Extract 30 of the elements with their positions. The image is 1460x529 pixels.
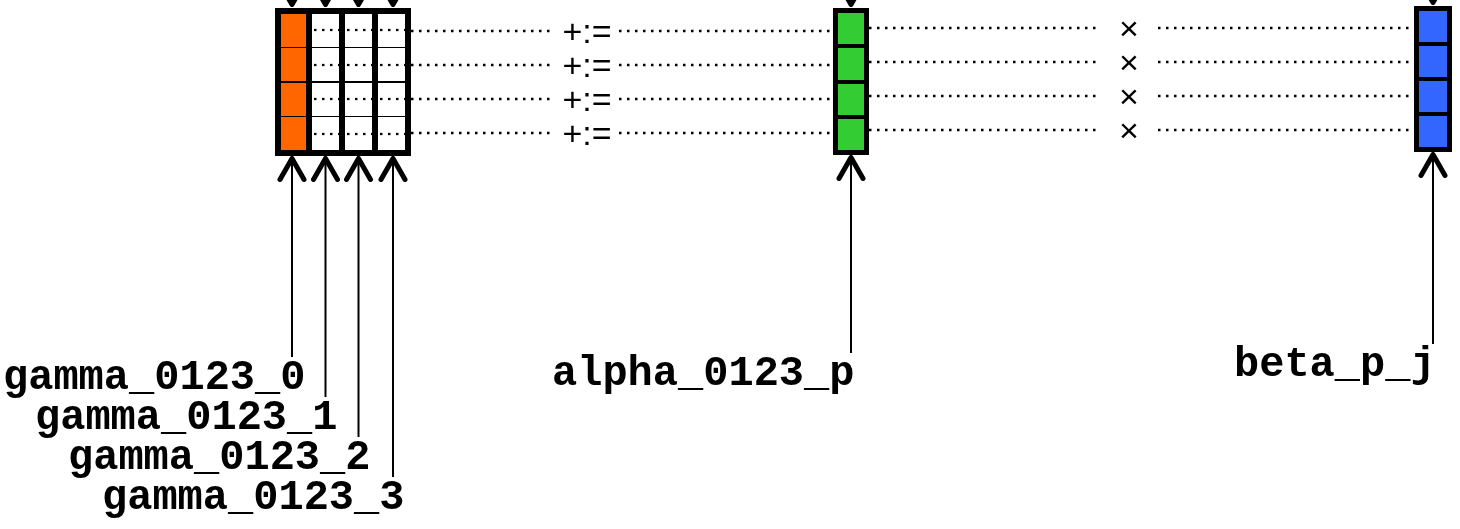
operator-label: +:=: [555, 47, 619, 83]
operator-label: +:=: [555, 115, 619, 151]
arrow: [277, 155, 307, 358]
variable-label: gamma_0123_1: [35, 397, 339, 439]
dotted-line: [619, 29, 833, 33]
matrix-column: [375, 8, 411, 156]
operator-label: ×: [1100, 10, 1158, 46]
operator-label: +:=: [555, 13, 619, 49]
variable-label: gamma_0123_0: [3, 357, 307, 399]
matrix-column: [342, 8, 375, 156]
arrow: [378, 155, 408, 478]
dotted-line: [619, 97, 833, 101]
variable-label: gamma_0123_3: [102, 477, 406, 519]
arrow: [836, 154, 866, 354]
variable-label: alpha_0123_p: [552, 353, 856, 395]
dotted-line: [619, 63, 833, 67]
vector-column: [833, 8, 869, 155]
arrow: [311, 155, 340, 398]
variable-label: beta_p_j: [1234, 344, 1438, 386]
matrix-column: [309, 8, 342, 156]
operator-label: ×: [1100, 44, 1158, 80]
arrow: [1418, 151, 1448, 345]
operator-label: ×: [1100, 112, 1158, 148]
vector-column: [1414, 6, 1452, 152]
dotted-line: [619, 131, 833, 135]
operator-label: ×: [1100, 78, 1158, 114]
matrix-column: [275, 8, 309, 156]
operator-label: +:=: [555, 81, 619, 117]
variable-label: gamma_0123_2: [68, 437, 372, 479]
arrow: [344, 155, 373, 438]
